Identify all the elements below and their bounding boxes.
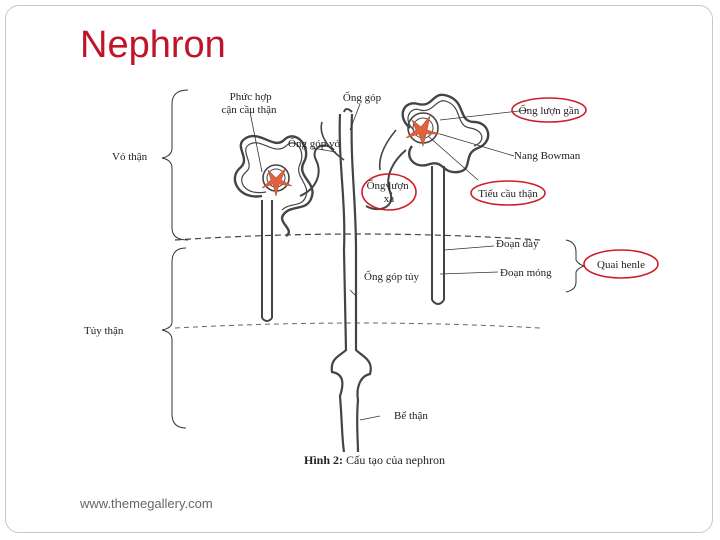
henle-brace bbox=[565, 239, 586, 293]
leader-lines bbox=[249, 103, 529, 421]
label-tuy-than: Tủy thận bbox=[84, 325, 124, 337]
cortex-brace bbox=[161, 89, 189, 241]
label-ong-gop-vo: Ống góp vỏ bbox=[288, 137, 340, 150]
medulla-boundary-line bbox=[174, 322, 541, 329]
left-glomerulus bbox=[261, 167, 293, 197]
cortical-collecting-branch bbox=[320, 121, 345, 161]
label-nang-bowman: Nang Bowman bbox=[514, 150, 581, 162]
footer-url: www.themegallery.com bbox=[80, 496, 213, 511]
highlight-ong-luon-gan bbox=[511, 97, 587, 123]
label-vo-than: Vỏ thận bbox=[112, 151, 148, 163]
label-ong-gop-tuy: Ống góp tủy bbox=[364, 270, 420, 283]
label-be-than: Bể thận bbox=[394, 410, 428, 422]
label-ong-luon-gan: Ống lượn gần bbox=[519, 104, 580, 117]
slide-title: Nephron bbox=[80, 24, 226, 66]
highlight-ong-luon-xa bbox=[361, 173, 417, 211]
figure-caption: Hình 2: Cấu tạo của nephron bbox=[304, 453, 445, 467]
right-convoluted-tubule bbox=[401, 93, 490, 174]
label-tieu-cau-than: Tiểu cầu thận bbox=[478, 188, 538, 200]
highlight-tieu-cau-than bbox=[470, 180, 546, 206]
left-distal-loop bbox=[299, 144, 335, 197]
label-ong-gop: Ống góp bbox=[343, 91, 382, 104]
left-convoluted-tubule bbox=[233, 134, 314, 238]
highlight-quai-henle bbox=[583, 249, 659, 279]
label-doan-mong: Đoạn mỏng bbox=[500, 267, 552, 279]
medulla-brace bbox=[161, 247, 187, 429]
slide-frame bbox=[5, 5, 713, 533]
label-quai-henle: Quai henle bbox=[597, 259, 645, 271]
right-glomerulus bbox=[405, 115, 441, 148]
label-ong-luon-xa: Ống lượn xa bbox=[367, 179, 412, 205]
cortex-boundary-line bbox=[174, 233, 541, 241]
label-phuc-hop: Phức hợp cận cầu thận bbox=[222, 91, 277, 116]
label-doan-day: Đoạn dày bbox=[496, 238, 539, 250]
collecting-duct bbox=[330, 113, 348, 453]
